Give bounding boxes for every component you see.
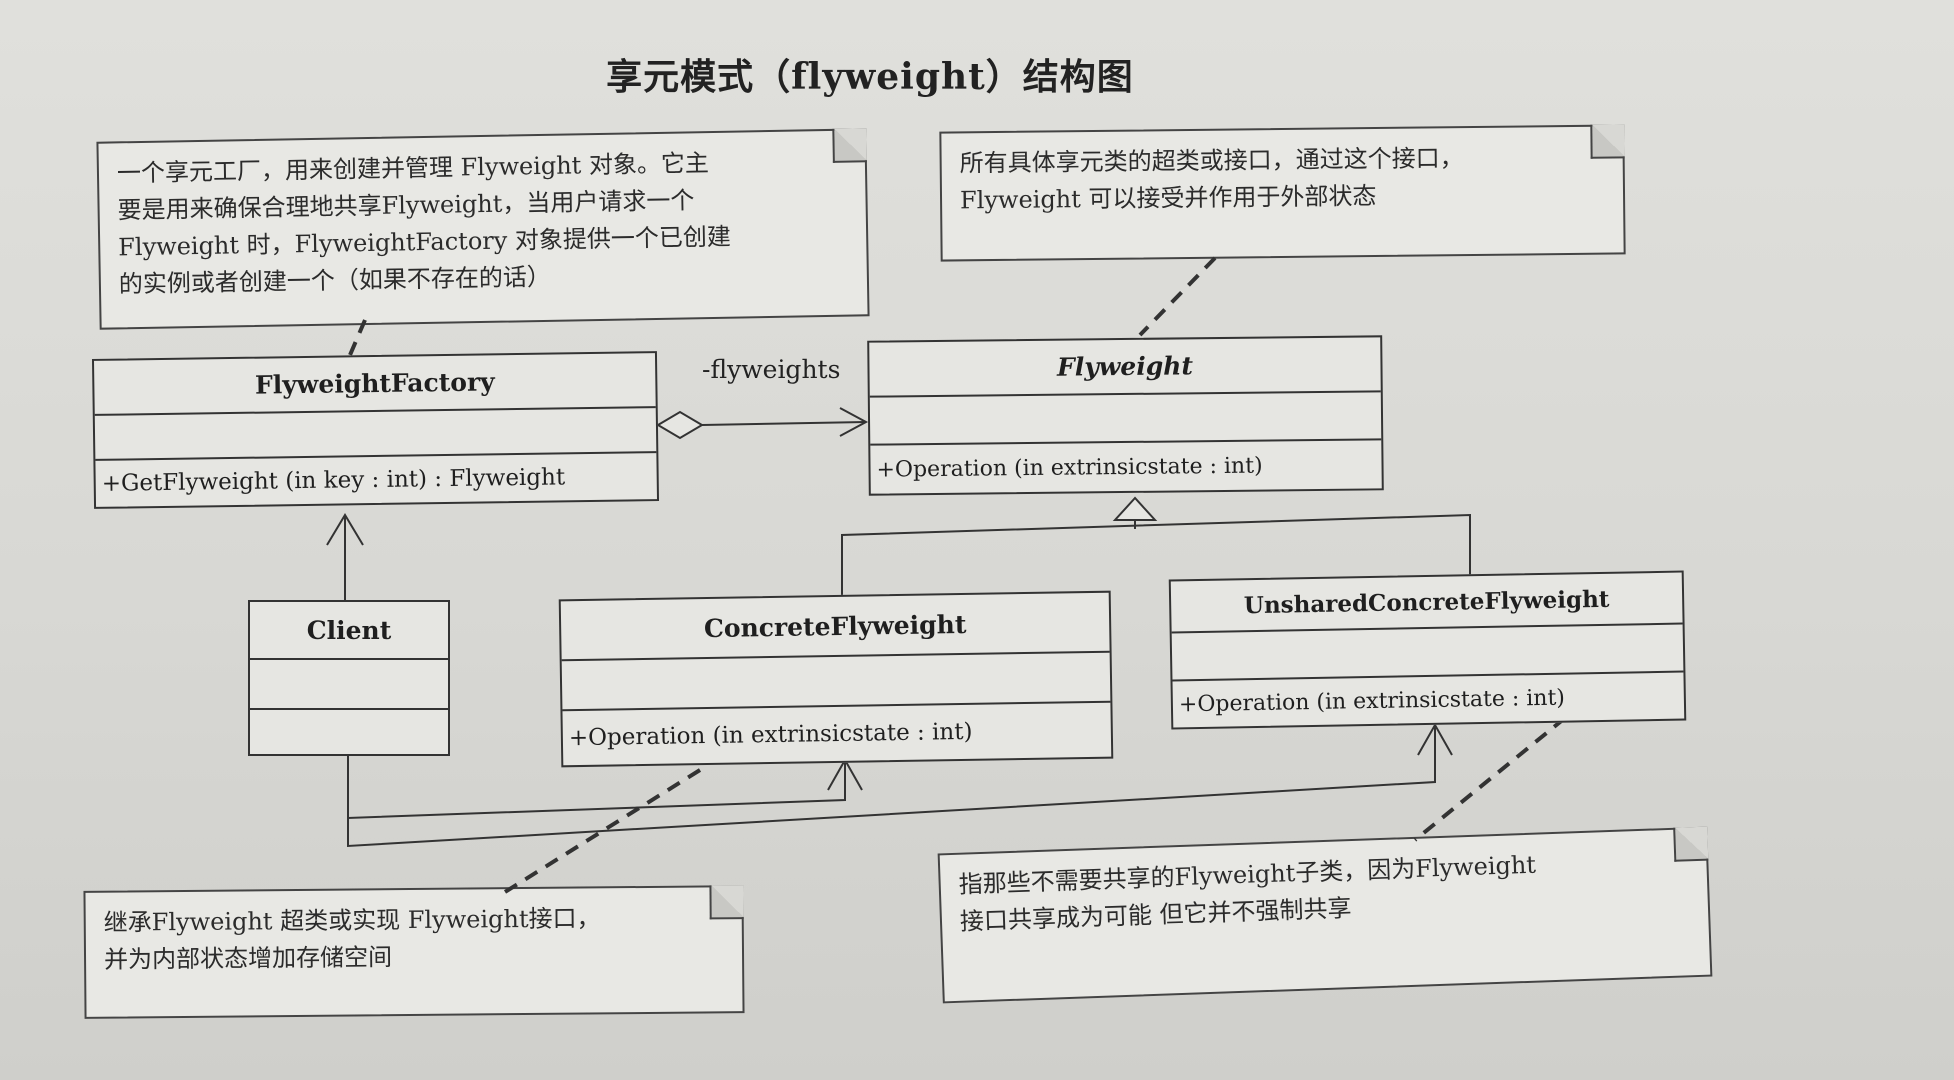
class-client: Client xyxy=(248,600,450,756)
client-to-concrete-line xyxy=(347,756,846,820)
association-role-label: -flyweights xyxy=(702,355,841,384)
class-flyweight: Flyweight +Operation (in extrinsicstate … xyxy=(867,335,1384,496)
open-arrowhead-icon xyxy=(839,407,869,437)
aggregation-line xyxy=(701,421,867,426)
class-operation: +GetFlyweight (in key : int) : Flyweight xyxy=(101,464,566,497)
class-operation: +Operation (in extrinsicstate : int) xyxy=(568,718,973,752)
class-name: Flyweight xyxy=(869,337,1381,398)
aggregation-diamond-icon xyxy=(656,410,704,440)
class-name: UnsharedConcreteFlyweight xyxy=(1170,572,1683,634)
open-arrowhead-icon xyxy=(1417,722,1453,756)
open-arrowhead-icon xyxy=(326,513,364,546)
class-concrete-flyweight: ConcreteFlyweight +Operation (in extrins… xyxy=(558,590,1114,768)
class-operation: +Operation (in extrinsicstate : int) xyxy=(1178,685,1566,717)
note-anchor-unshared xyxy=(1413,716,1567,842)
generalization-triangle-icon xyxy=(1112,496,1158,521)
note-anchor-factory xyxy=(348,319,367,356)
class-name: FlyweightFactory xyxy=(94,353,656,416)
class-name: ConcreteFlyweight xyxy=(560,592,1110,662)
diagram-title: 享元模式（flyweight）结构图 xyxy=(606,56,1134,98)
class-flyweight-factory: FlyweightFactory +GetFlyweight (in key :… xyxy=(91,351,660,509)
note-anchor-flyweight xyxy=(1138,256,1217,337)
class-attributes xyxy=(94,408,657,461)
class-unshared-concrete-flyweight: UnsharedConcreteFlyweight +Operation (in… xyxy=(1168,570,1687,730)
class-name: Client xyxy=(250,602,448,660)
class-operation: +Operation (in extrinsicstate : int) xyxy=(876,453,1263,483)
class-operations xyxy=(250,710,448,754)
class-attributes xyxy=(250,660,448,710)
generalization-tree xyxy=(841,513,1471,595)
client-to-unshared-line xyxy=(347,725,1436,848)
class-attributes xyxy=(869,392,1382,446)
class-attributes xyxy=(561,652,1111,712)
